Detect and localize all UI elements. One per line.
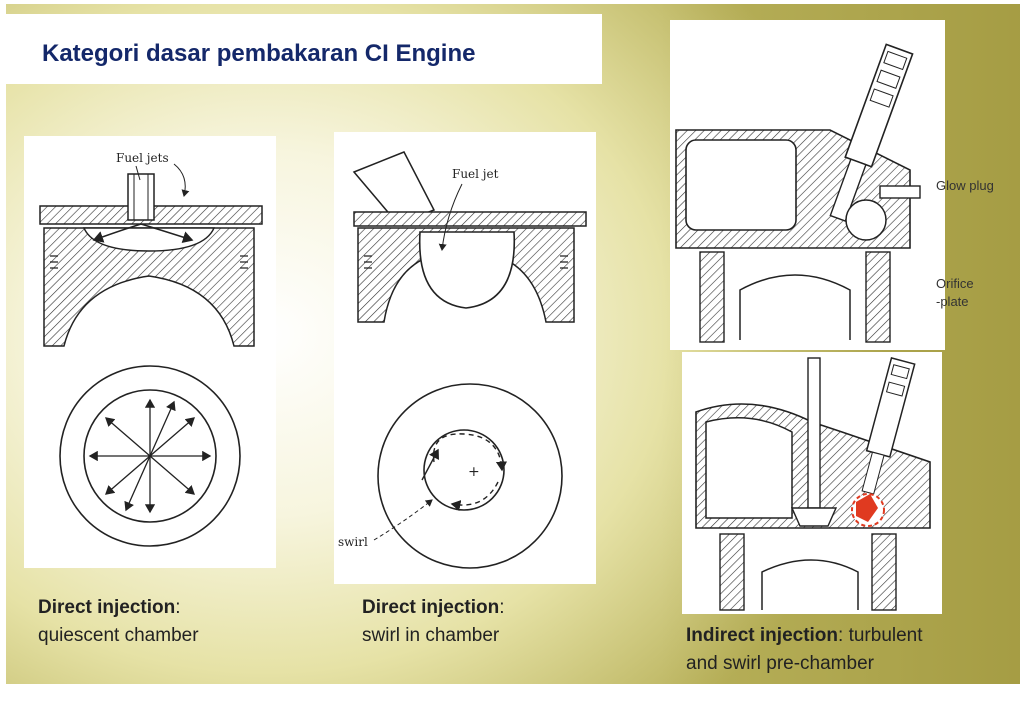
label-swirl: swirl [338,535,368,549]
slide: Kategori dasar pembakaran CI Engine [6,4,1020,684]
cylinder-head [353,211,587,227]
piston [739,274,851,340]
label-glow-plug: Glow plug [936,178,994,193]
svg-text:+: + [468,464,480,480]
caption-indirect-line2: and swirl pre-chamber [686,653,874,674]
label-plate: -plate [936,294,969,309]
bowl-outline [423,429,505,511]
title-box: Kategori dasar pembakaran CI Engine [6,14,602,84]
intake-port [705,417,793,519]
quiescent-chamber-figure: Fuel jets [24,136,276,568]
water-jacket [685,139,797,231]
caption-indirect-bold: Indirect injection [686,625,839,646]
label-orifice: Orifice [936,276,974,291]
caption-quiescent-rest: quiescent chamber [38,625,199,646]
valve-stem [807,357,821,509]
valve-head [790,507,838,527]
caption-indirect: Indirect injection: turbulent and swirl … [686,622,923,678]
piston-bowl [418,231,516,309]
combustion-flame [856,494,878,522]
pre-chamber [845,199,887,241]
pre-chamber-labels: Glow plug Orifice -plate [936,178,994,309]
caption-quiescent: Direct injection: quiescent chamber [38,597,199,646]
pre-chamber-figure-top [670,20,945,350]
pre-chamber-figure-bottom [682,352,942,614]
piston [43,227,255,347]
label-fuel-jets: Fuel jets [116,151,169,165]
fuel-injector [127,173,155,221]
slide-title: Kategori dasar pembakaran CI Engine [42,40,476,67]
caption-quiescent-bold: Direct injection [38,597,176,618]
swirl-chamber-figure: Fuel jet + swirl [334,132,596,584]
label-fuel-jet: Fuel jet [452,167,499,181]
injector [829,43,914,222]
swirl-path [432,433,508,472]
caption-indirect-line1: : turbulent [838,625,923,646]
caption-swirl-bold: Direct injection [362,597,500,618]
radial-fuel-jets [88,398,212,514]
piston [761,559,859,610]
glow-plug [879,185,921,199]
caption-swirl: Direct injection: swirl in chamber [362,597,505,646]
caption-swirl-rest: swirl in chamber [362,625,500,646]
fuel-injector [352,151,436,225]
injector [861,357,916,495]
